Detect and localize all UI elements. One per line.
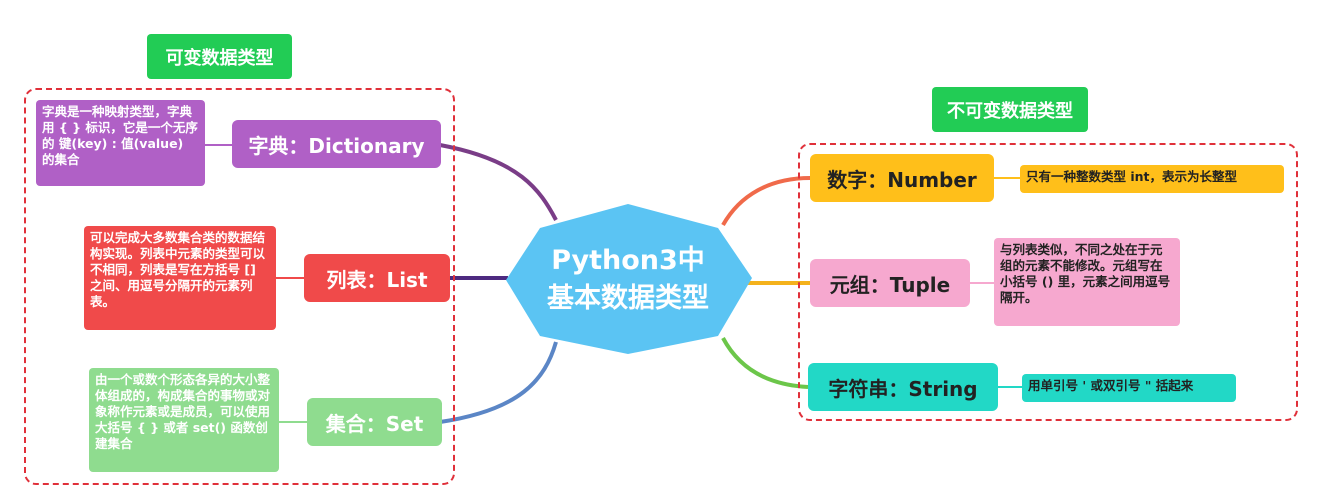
edge-set — [439, 341, 558, 424]
node-set: 集合：Set — [307, 398, 442, 446]
node-tuple: 元组：Tuple — [810, 259, 970, 307]
central-topic: Python3中 基本数据类型 — [506, 232, 750, 328]
node-string: 字符串：String — [808, 363, 998, 411]
central-hexagon — [506, 204, 752, 354]
immutable-group-label: 不可变数据类型 — [932, 87, 1088, 132]
central-title-line1: Python3中 — [551, 245, 705, 276]
desc-number: 只有一种整数类型 int，表示为长整型 — [1020, 165, 1284, 193]
mutable-group-label: 可变数据类型 — [147, 34, 292, 79]
desc-string: 用单引号 ' 或双引号 " 括起来 — [1022, 374, 1236, 402]
desc-list: 可以完成大多数集合类的数据结构实现。列表中元素的类型可以不相同，列表是写在方括号… — [84, 226, 276, 330]
edge-dictionary — [439, 143, 558, 221]
node-list: 列表：List — [304, 254, 450, 302]
desc-set: 由一个或数个形态各异的大小整体组成的，构成集合的事物或对象称作元素或是成员，可以… — [89, 368, 279, 472]
edge-number — [721, 176, 811, 226]
immutable-group-frame — [798, 143, 1298, 421]
node-number: 数字：Number — [810, 154, 994, 202]
mutable-group-frame — [24, 88, 455, 485]
desc-dictionary: 字典是一种映射类型，字典用 { } 标识，它是一个无序的 键(key) : 值(… — [36, 100, 205, 186]
edge-string — [721, 337, 809, 389]
desc-tuple: 与列表类似，不同之处在于元组的元素不能修改。元组写在小括号 () 里，元素之间用… — [994, 238, 1180, 326]
node-dictionary: 字典：Dictionary — [232, 120, 441, 168]
central-title-line2: 基本数据类型 — [547, 283, 709, 314]
